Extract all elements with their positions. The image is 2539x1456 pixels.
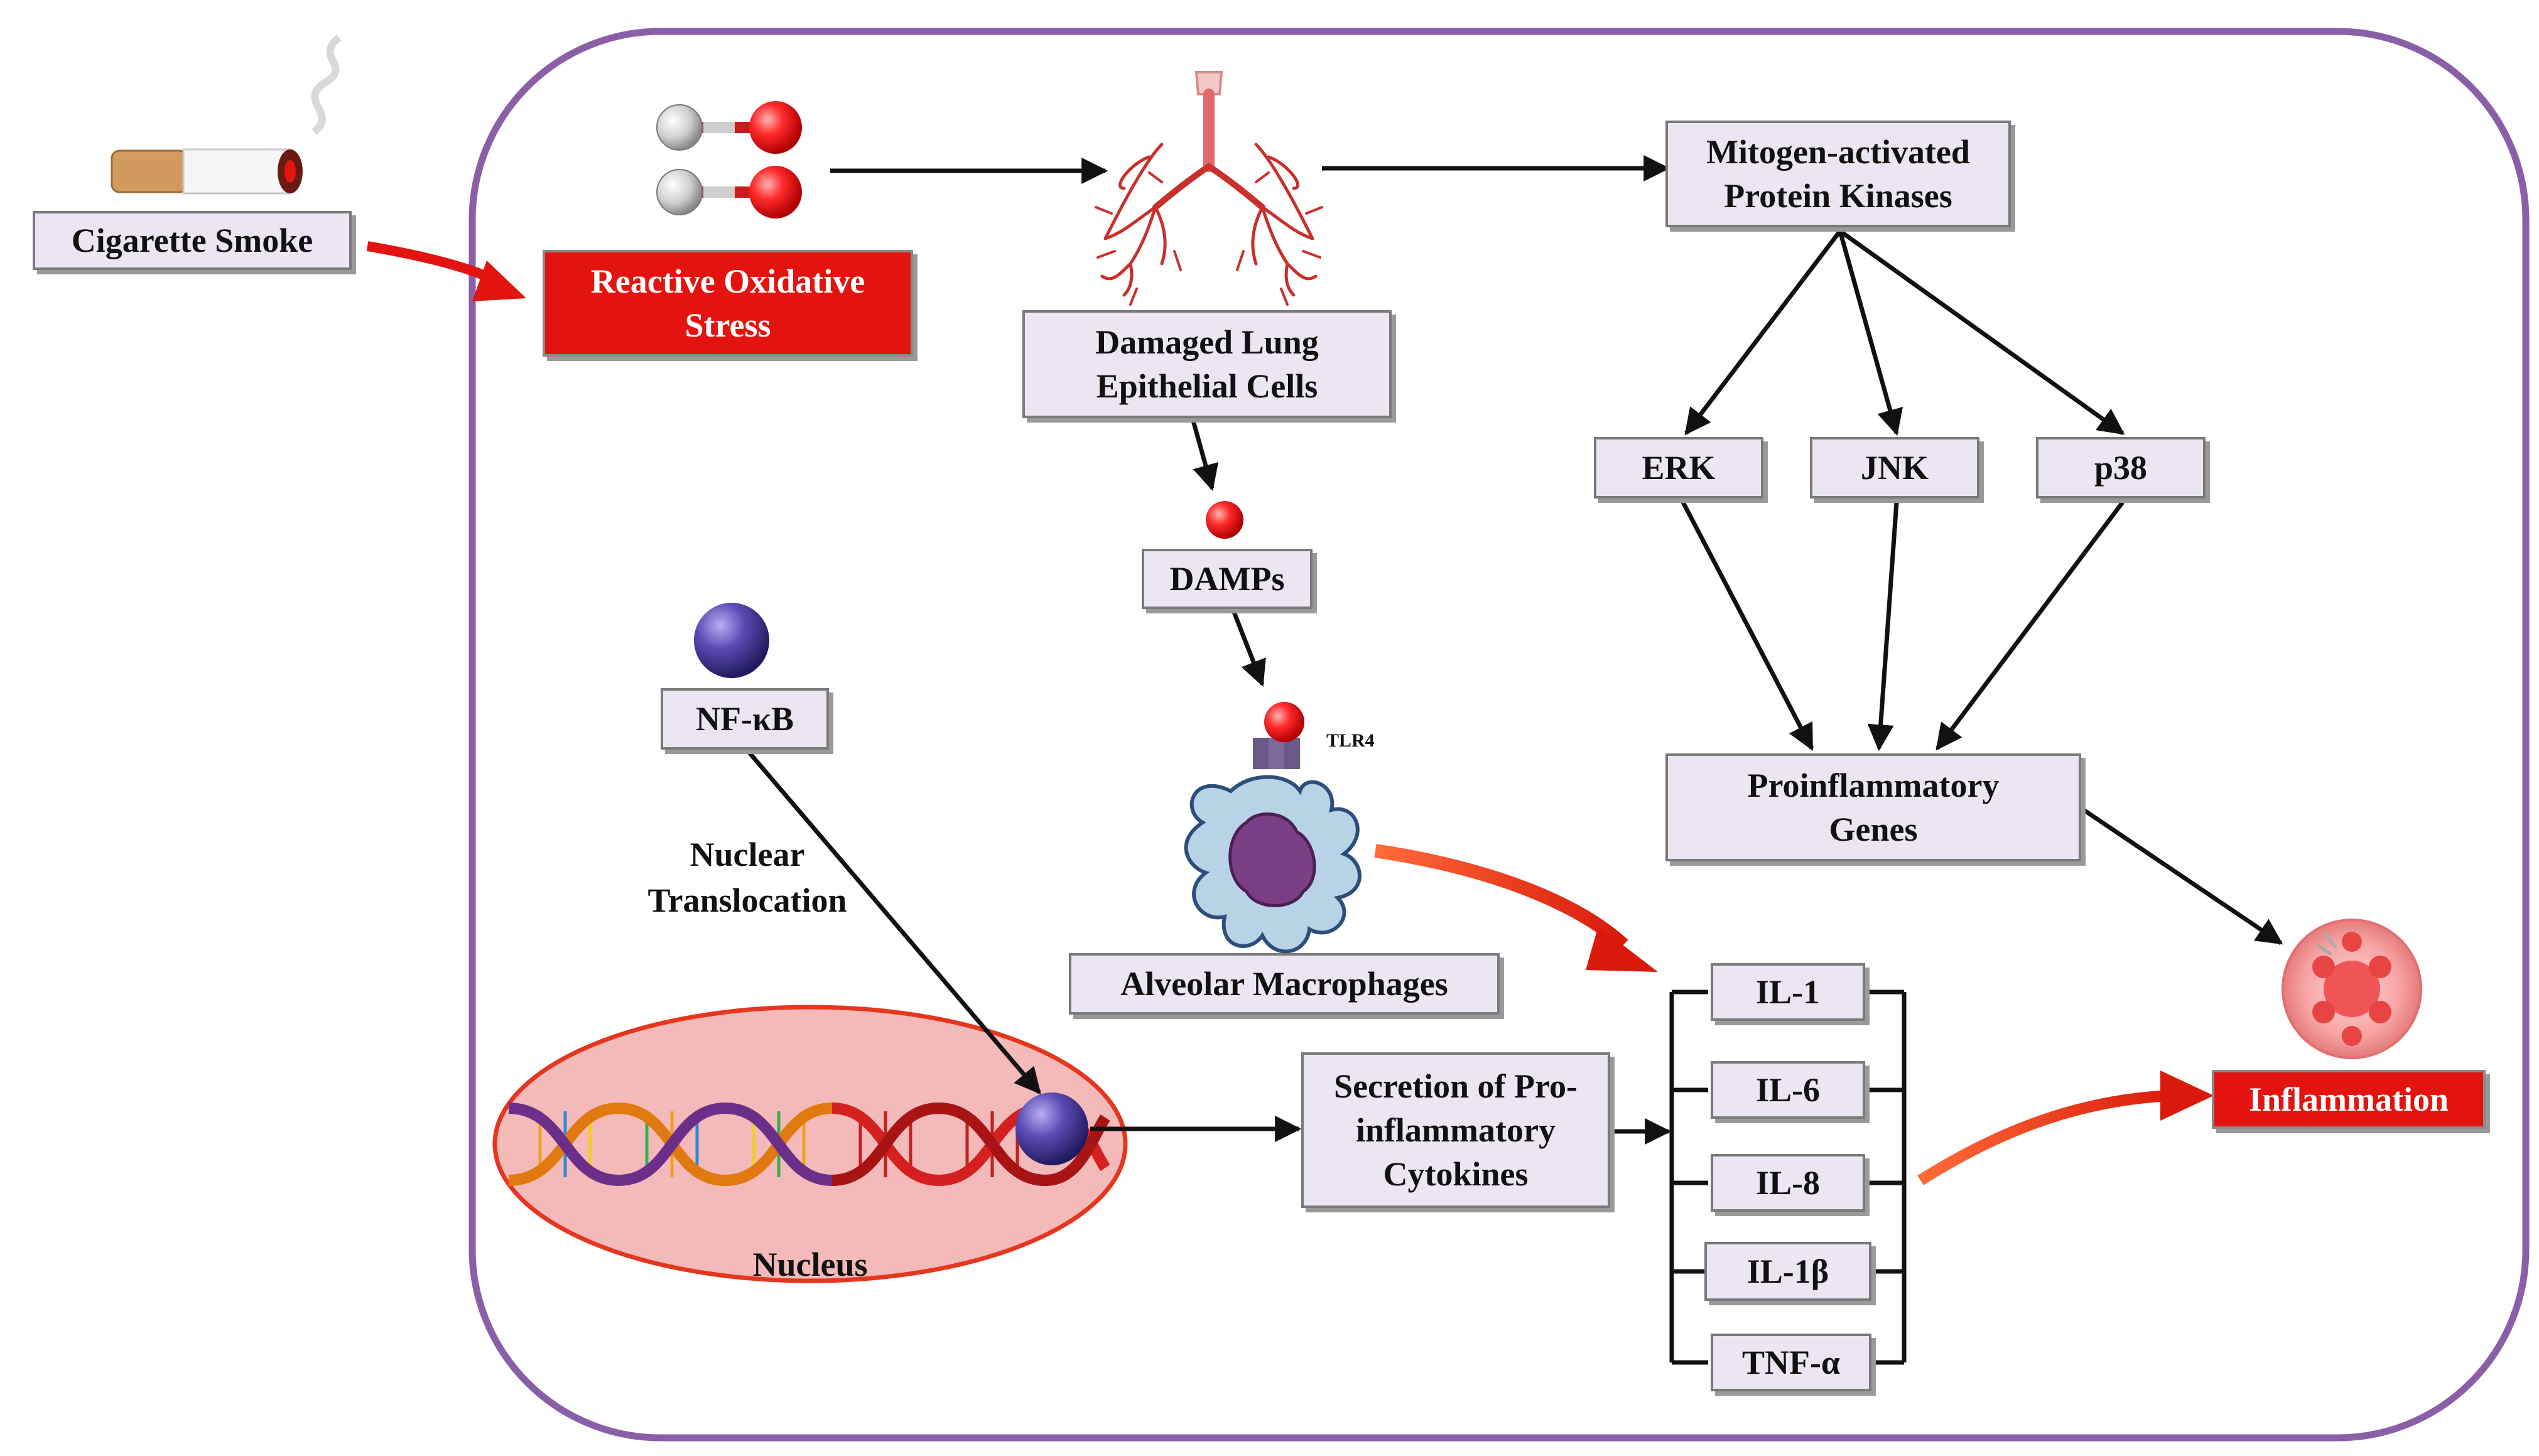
damaged-text-line1: Damaged Lung: [1095, 323, 1319, 361]
cytokine-il8-text: IL-8: [1755, 1163, 1820, 1202]
alveolar-text: Alveolar Macrophages: [1120, 964, 1448, 1003]
arrow-p38-to-genes: [1935, 500, 2125, 751]
mapk-text-line2: Protein Kinases: [1724, 177, 1952, 215]
inflammation-text: Inflammation: [2248, 1080, 2449, 1118]
cytokine-il1b-label: IL-1β: [1704, 1242, 1871, 1301]
red-arrow-cytokines-to-inflammation: [1917, 1070, 2214, 1185]
secretion-cytokines-label: Secretion of Pro- inflammatory Cytokines: [1301, 1052, 1610, 1208]
cytokine-tnfa-text: TNF-α: [1741, 1343, 1841, 1381]
erk-label: ERK: [1594, 437, 1763, 499]
inflammation-cell-icon: [2282, 919, 2422, 1059]
tlr4-text: TLR4: [1326, 730, 1375, 751]
nfkb-label: NF-κB: [661, 688, 829, 750]
erk-text: ERK: [1642, 448, 1716, 487]
p38-text: p38: [2094, 448, 2148, 487]
cigarette-smoke-label: Cigarette Smoke: [33, 211, 352, 270]
ros-label: Reactive Oxidative Stress: [543, 250, 913, 357]
cytokine-il6-label: IL-6: [1711, 1061, 1865, 1119]
arrow-mapk-to-jnk: [1838, 230, 1903, 436]
alveolar-macrophages-label: Alveolar Macrophages: [1069, 953, 1500, 1015]
nuclear-translocation-label: Nuclear Translocation: [628, 832, 867, 924]
damaged-text-line2: Epithelial Cells: [1096, 367, 1318, 405]
mapk-label: Mitogen-activated Protein Kinases: [1665, 121, 2011, 227]
nucleus-ellipse: [492, 1005, 1128, 1283]
mapk-text-line1: Mitogen-activated: [1706, 132, 1970, 171]
macrophage-icon: [1184, 702, 1362, 954]
nuclear-text-line1: Nuclear: [690, 836, 805, 873]
cytokine-bracket: [1669, 990, 1907, 1365]
arrow-genes-to-inflammation: [2082, 808, 2283, 945]
red-arrow-macrophage-to-cytokines: [1374, 844, 1658, 972]
arrow-erk-to-genes: [1681, 501, 1814, 751]
damps-text: DAMPs: [1169, 559, 1285, 598]
nfkb-bound-icon: [1015, 1092, 1088, 1165]
arrow-nfkb-to-nucleus: [745, 748, 1041, 1095]
damps-label: DAMPs: [1142, 549, 1313, 609]
nuclear-text-line2: Translocation: [647, 881, 847, 919]
nucleus-label: Nucleus: [685, 1242, 936, 1288]
tlr4-label: TLR4: [1326, 728, 1375, 754]
jnk-text: JNK: [1861, 448, 1929, 487]
ros-molecule-icon: [656, 101, 802, 218]
arrow-jnk-to-genes: [1867, 502, 1899, 752]
nfkb-text: NF-κB: [696, 699, 794, 738]
damp-molecule-icon: [1206, 501, 1243, 539]
cytokine-il8-label: IL-8: [1711, 1154, 1865, 1212]
cell-boundary: [468, 28, 2530, 1442]
secretion-text-line1: Secretion of Pro-: [1334, 1067, 1578, 1105]
cytokine-il1-label: IL-1: [1711, 963, 1865, 1021]
nucleus-text: Nucleus: [752, 1246, 868, 1283]
cigarette-smoke-text: Cigarette Smoke: [71, 221, 313, 259]
secretion-text-line2: inflammatory: [1356, 1111, 1556, 1149]
lungs-icon: [1095, 71, 1323, 306]
nfkb-protein-icon: [694, 603, 769, 678]
cytokine-il6-text: IL-6: [1755, 1070, 1820, 1109]
damaged-epithelial-label: Damaged Lung Epithelial Cells: [1022, 310, 1392, 418]
jnk-label: JNK: [1810, 437, 1979, 499]
arrow-damps-to-tlr4: [1232, 611, 1266, 687]
proinf-text-line1: Proinflammatory: [1747, 766, 2000, 804]
proinf-text-line2: Genes: [1829, 811, 1918, 848]
arrow-mapk-to-erk: [1684, 229, 1842, 436]
ros-text-line1: Reactive Oxidative: [590, 262, 865, 300]
proinflammatory-genes-label: Proinflammatory Genes: [1665, 753, 2081, 861]
arrow-damaged-to-damps: [1191, 420, 1219, 492]
ros-text-line2: Stress: [685, 306, 771, 344]
inflammation-label: Inflammation: [2212, 1070, 2486, 1129]
p38-label: p38: [2036, 437, 2206, 499]
cytokine-il1b-text: IL-1β: [1746, 1252, 1829, 1290]
secretion-text-line3: Cytokines: [1383, 1155, 1529, 1194]
cigarette-icon: [111, 35, 342, 195]
arrow-mapk-to-p38: [1838, 229, 2125, 435]
cytokine-tnfa-label: TNF-α: [1711, 1334, 1871, 1391]
cytokine-il1-text: IL-1: [1755, 973, 1820, 1011]
red-arrow-smoke-to-ros: [366, 241, 526, 301]
